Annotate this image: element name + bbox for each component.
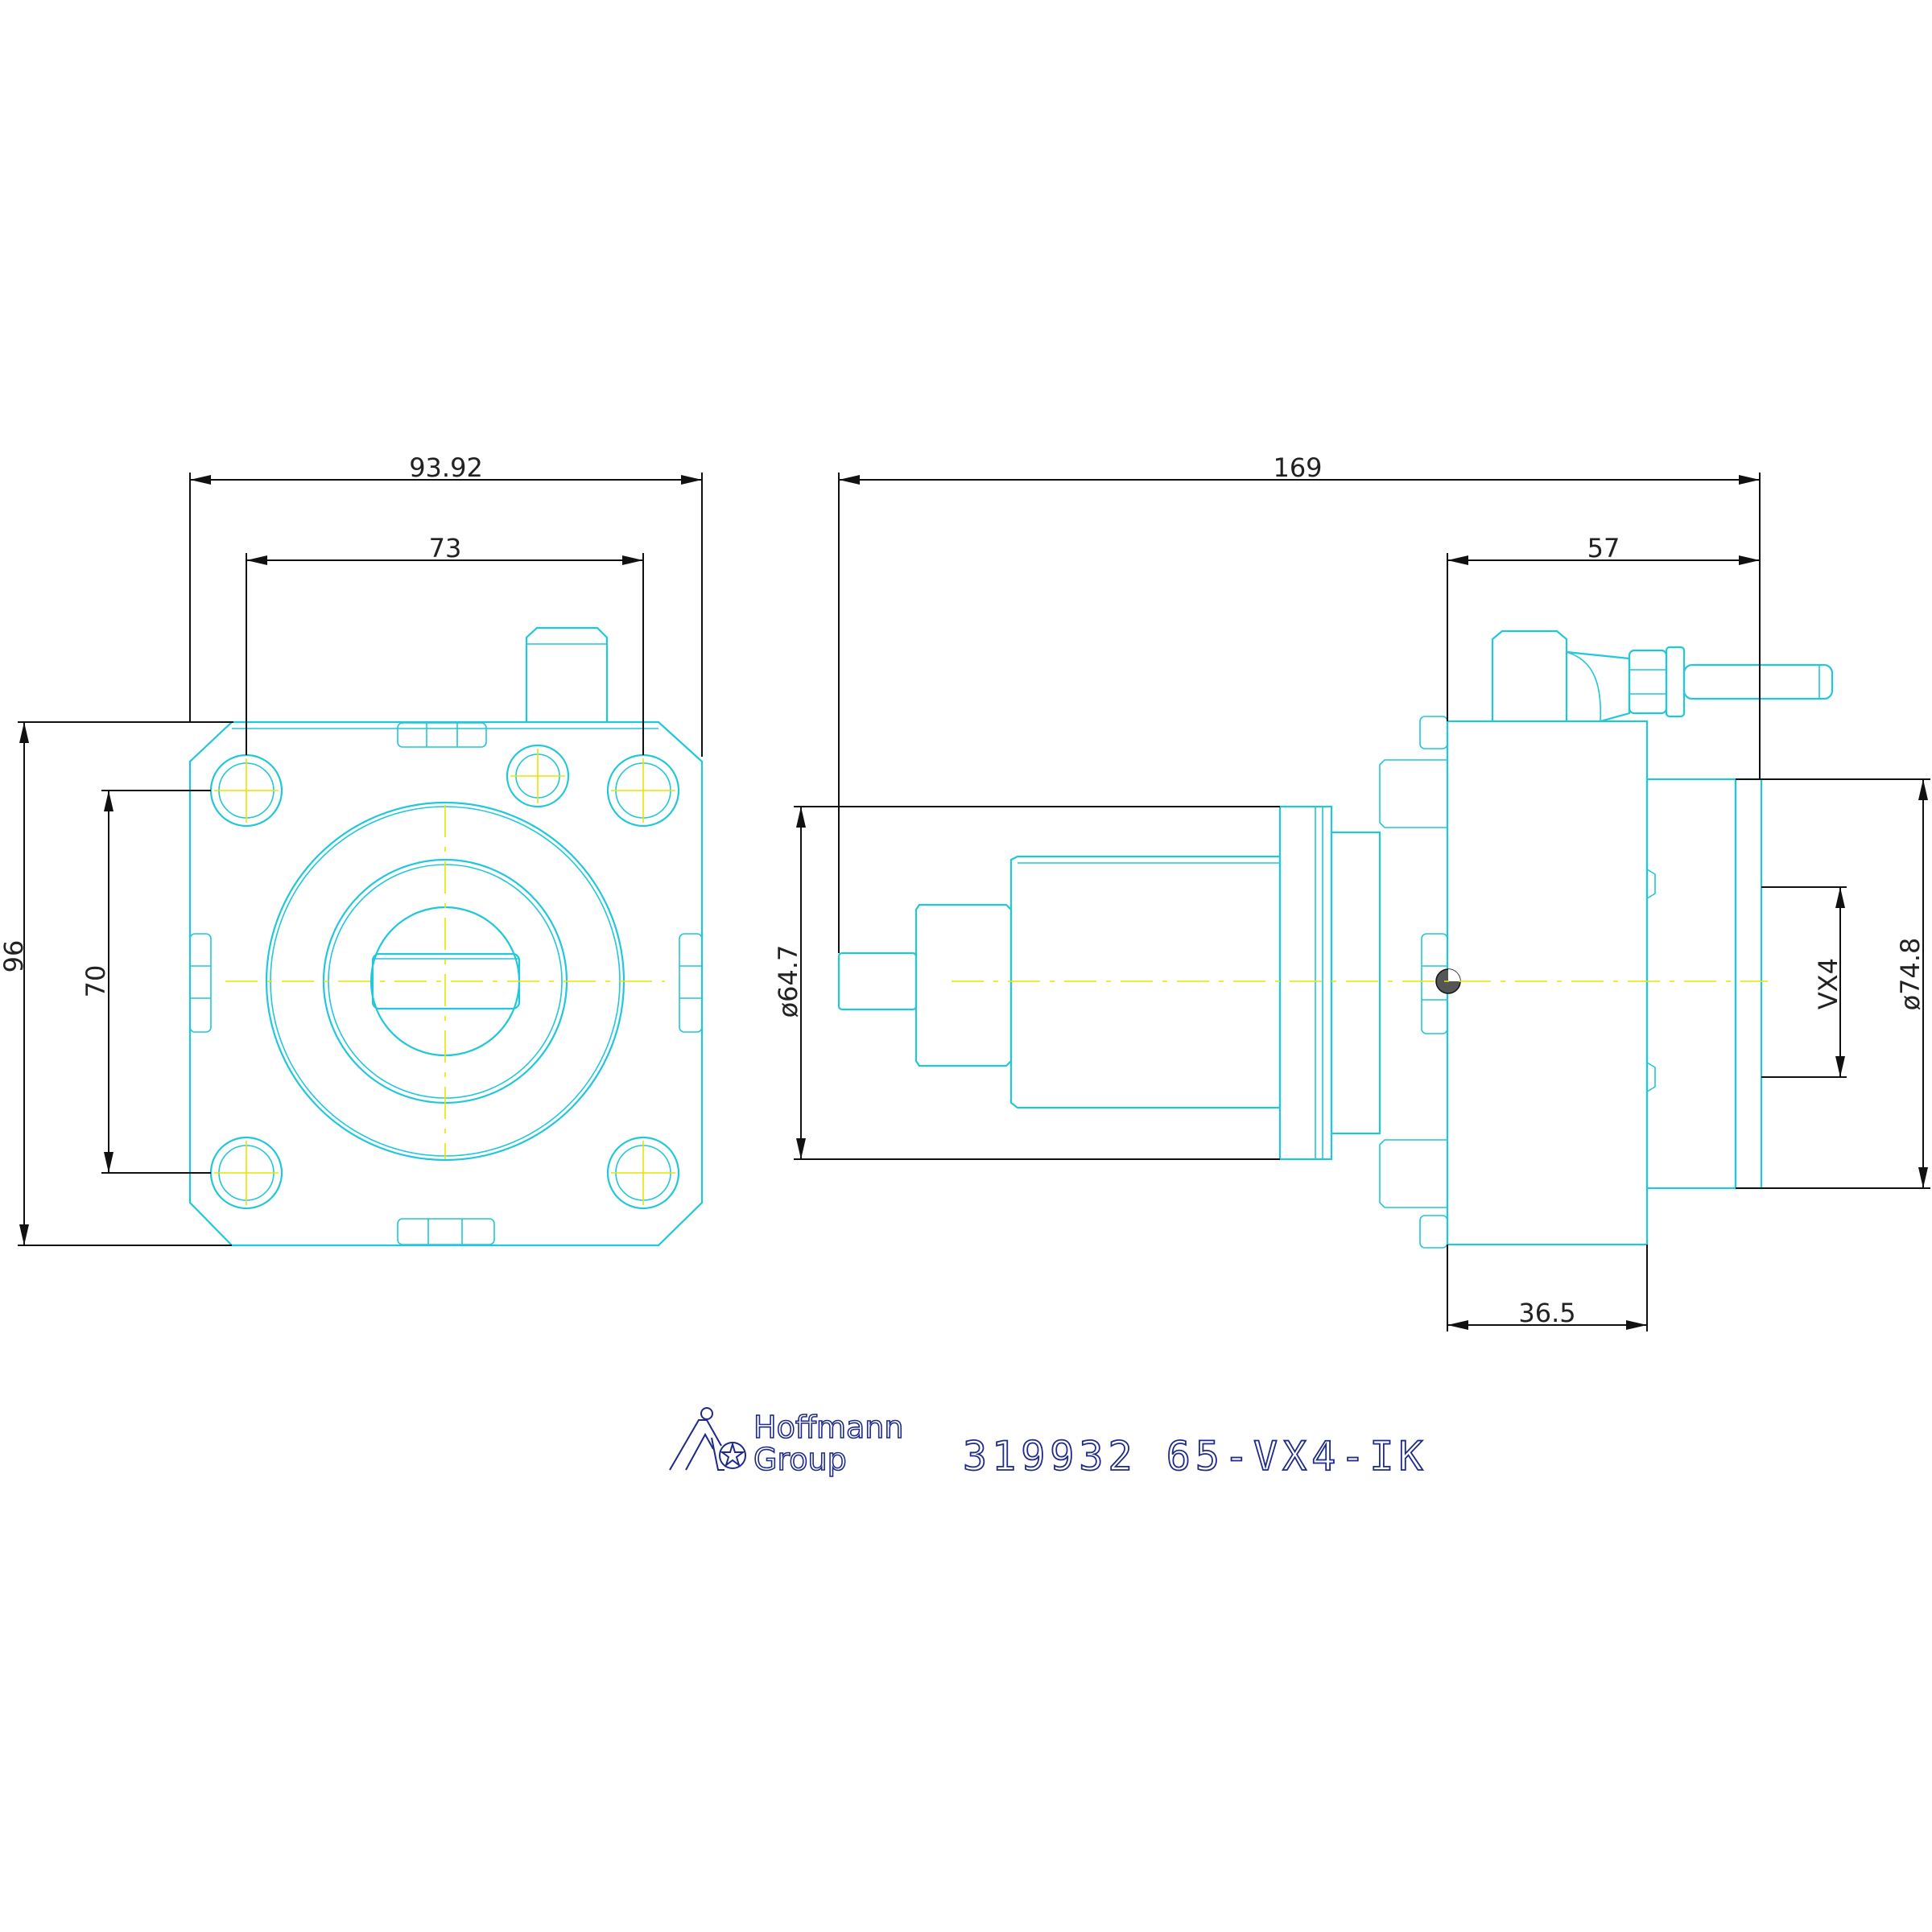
side-shaft-step xyxy=(914,903,1013,1067)
dim-side-length: 169 xyxy=(1273,452,1322,483)
dim-side-body-length: 36.5 xyxy=(1518,1298,1575,1328)
brand-line2: Group xyxy=(753,1442,847,1477)
front-dimensions: 93.92 73 96 70 xyxy=(0,452,703,1246)
side-neck xyxy=(1330,831,1381,1135)
dim-front-width: 93.92 xyxy=(409,452,483,483)
front-right-slots xyxy=(679,933,703,1033)
front-flange-outline xyxy=(188,720,704,1247)
dim-side-spindle: VX4 xyxy=(1813,958,1843,1009)
side-collar xyxy=(1278,805,1333,1161)
dim-front-bolt-y: 70 xyxy=(80,965,111,998)
part-number: 319932 65-VX4-IK xyxy=(963,1433,1428,1480)
bolt-crosshairs xyxy=(214,749,675,1205)
side-housing-face-marks xyxy=(1646,869,1656,1092)
side-housing xyxy=(1446,720,1649,1246)
dim-front-bolt-x: 73 xyxy=(429,533,462,564)
front-top-nozzle xyxy=(525,626,609,722)
side-body-cylinder xyxy=(1009,855,1282,1109)
title-block: Hoffmann Group 319932 65-VX4-IK xyxy=(669,1407,1428,1480)
dim-side-body-diameter: ø64.7 xyxy=(773,945,803,1018)
side-lower-boss xyxy=(1379,1139,1447,1208)
side-shaft-tip xyxy=(837,952,918,1011)
dim-side-flange-diameter: ø74.8 xyxy=(1895,938,1926,1011)
dim-front-height: 96 xyxy=(0,940,29,973)
hoffmann-group-logo-icon xyxy=(669,1407,746,1471)
front-left-slots xyxy=(189,933,212,1033)
side-upper-boss xyxy=(1379,759,1447,828)
side-spindle-flange xyxy=(1645,778,1737,1190)
side-spindle-face xyxy=(1734,778,1763,1190)
side-dimensions: 169 57 36.5 ø64.7 VX4 ø74.8 xyxy=(773,452,1930,1331)
front-view xyxy=(188,626,704,1247)
side-view xyxy=(837,630,1834,1249)
brand-line1: Hoffmann xyxy=(753,1410,903,1445)
side-coolant-connector xyxy=(1491,630,1834,723)
front-bottom-slots xyxy=(397,1218,495,1245)
dim-side-flange-to-end: 57 xyxy=(1587,533,1620,564)
front-top-slots xyxy=(397,722,487,748)
